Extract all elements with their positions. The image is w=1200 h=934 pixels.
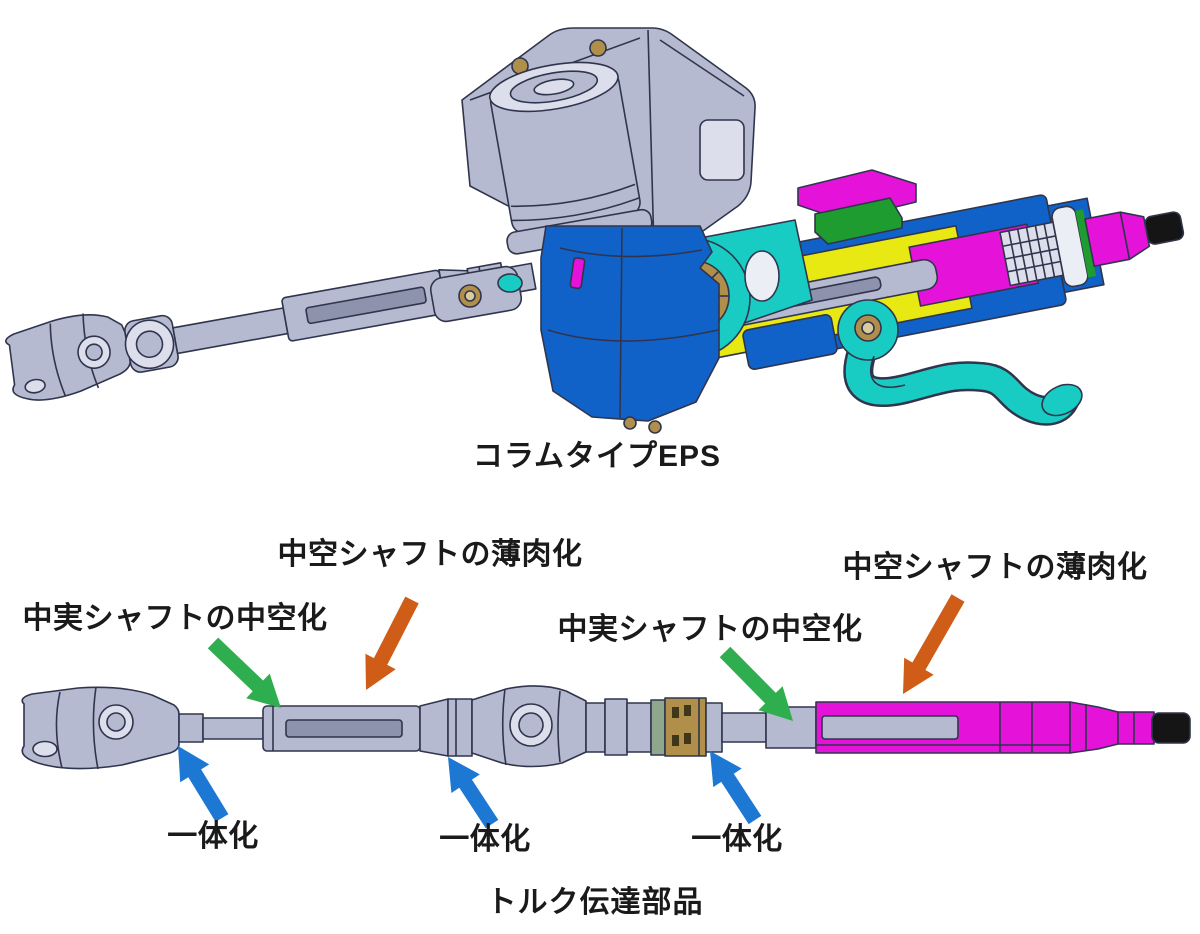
label-integration-3: 一体化 [691,823,783,856]
upper-yoke [5,314,131,401]
gear-housing-body [540,225,720,434]
annotation-arrows [178,594,965,829]
blue-arrow-1 [178,746,229,822]
green-block [814,197,903,245]
orange-arrow-left [365,596,419,690]
blue-arrow-3 [710,751,762,825]
lower-left-u-joint [21,686,180,770]
spline-cage [999,221,1065,287]
orange-arrow-right [903,594,965,694]
label-solid-hollowing-right: 中実シャフトの中空化 [557,613,863,646]
bottom-caption: トルク伝達部品 [486,886,704,919]
label-hollow-thinning-left: 中空シャフトの薄肉化 [277,538,583,571]
lower-center-u-joint [471,685,587,768]
column-end-cap [1144,211,1185,245]
lower-slotted-tube-left [262,705,421,752]
torque-collar [664,697,707,757]
green-arrow-right [719,646,793,721]
column-clamp-bracket [742,314,838,370]
label-integration-2: 一体化 [439,823,531,856]
olive-ring [650,699,666,756]
torque-parts-illustration [21,685,1191,770]
tilt-lever [837,299,1083,426]
label-hollow-thinning-right: 中空シャフトの薄肉化 [842,551,1148,584]
top-caption: コラムタイプEPS [472,440,722,473]
intermediate-shaft [5,261,537,401]
shaft-end-cap [1151,712,1191,744]
green-arrow-left [207,637,281,708]
label-solid-hollowing-left: 中実シャフトの中空化 [22,602,328,635]
column-lower-bearing [429,265,523,323]
column-eps-illustration [5,27,1185,434]
blue-arrow-2 [448,757,499,829]
top-mounted-unit [797,169,917,245]
label-integration-1: 一体化 [167,820,259,853]
lower-magenta-shaft [815,701,1155,754]
ecu-bolt [589,39,607,57]
